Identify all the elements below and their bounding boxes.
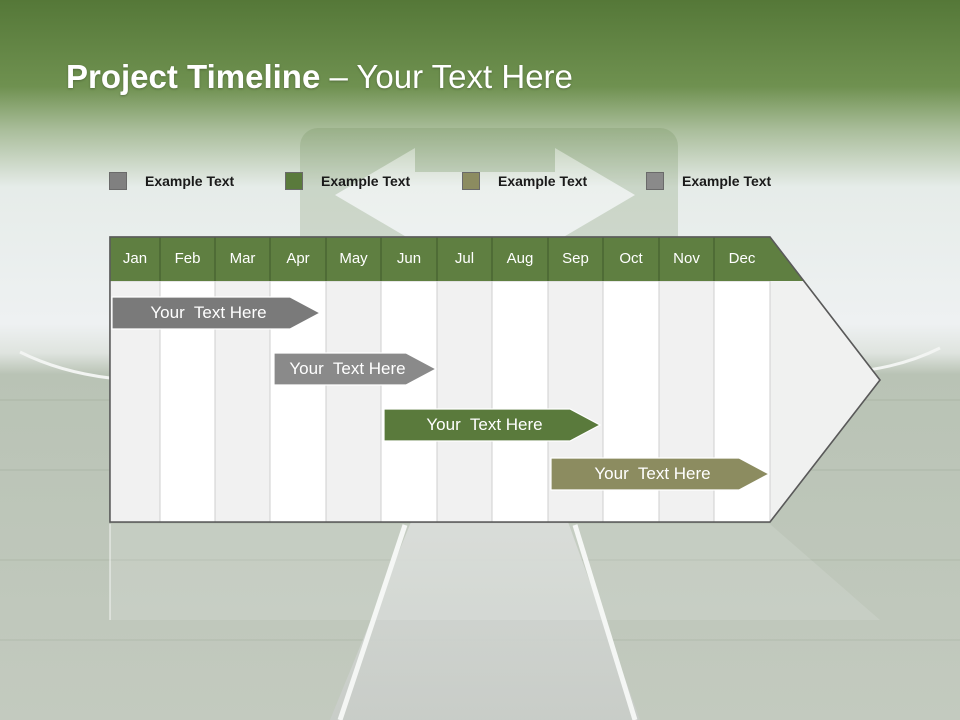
legend-label-3: Example Text (498, 173, 588, 189)
month-label-nov: Nov (673, 250, 700, 267)
legend-label-4: Example Text (682, 173, 772, 189)
legend-item-1: Example Text (109, 171, 234, 191)
legend-swatch-3 (462, 172, 480, 190)
month-label-jun: Jun (396, 250, 422, 267)
month-label-jan: Jan (122, 250, 148, 267)
title-bold: Project Timeline (66, 58, 321, 95)
legend-swatch-2 (285, 172, 303, 190)
month-label-may: May (339, 250, 368, 267)
task-bar-label-2: Your Text Here (289, 359, 406, 378)
legend-swatch-4 (646, 172, 664, 190)
task-bar-label-1: Your Text Here (150, 303, 267, 322)
legend-swatch-1 (109, 172, 127, 190)
legend-item-3: Example Text (462, 171, 587, 191)
month-label-sep: Sep (562, 250, 589, 267)
month-label-dec: Dec (728, 250, 756, 267)
month-label-jul: Jul (454, 250, 475, 267)
month-label-oct: Oct (619, 250, 643, 267)
task-bar-label-4: Your Text Here (594, 464, 711, 483)
legend-item-4: Example Text (646, 171, 771, 191)
title-rest: – Your Text Here (320, 58, 573, 95)
task-bar-label-3: Your Text Here (426, 415, 543, 434)
month-label-feb: Feb (174, 250, 201, 267)
month-label-mar: Mar (229, 250, 256, 267)
legend-label-1: Example Text (145, 173, 235, 189)
page-title: Project Timeline – Your Text Here (66, 58, 573, 96)
month-label-aug: Aug (506, 250, 534, 267)
legend-label-2: Example Text (321, 173, 411, 189)
legend-item-2: Example Text (285, 171, 410, 191)
month-label-apr: Apr (286, 250, 310, 267)
